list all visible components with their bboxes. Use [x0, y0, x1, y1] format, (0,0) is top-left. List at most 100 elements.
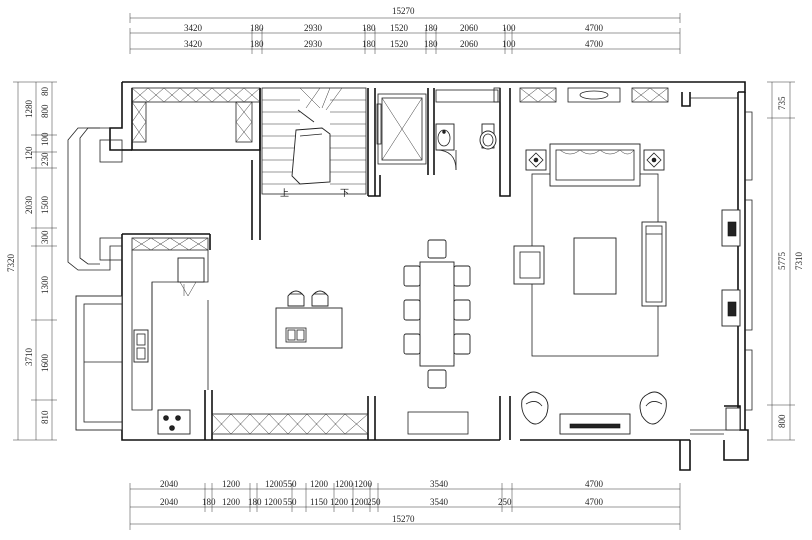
top-dim-1-5: 1520 [390, 23, 409, 33]
bottom-dim-2-6: 550 [283, 497, 297, 507]
left-total-dim: 7320 [6, 254, 16, 273]
top-dim-2-1: 3420 [184, 39, 203, 49]
bathroom [435, 87, 501, 171]
top-dim-1-9: 4700 [585, 23, 604, 33]
bottom-dim-1-1: 2040 [160, 479, 179, 489]
left-dim-5: 230 [40, 152, 50, 166]
dining-set [403, 239, 471, 389]
bottom-dim-2-5: 1200 [264, 497, 283, 507]
bottom-dim-1-8: 3540 [430, 479, 449, 489]
kitchen [131, 250, 209, 435]
side-table-left [525, 149, 547, 171]
top-dim-2-9: 4700 [585, 39, 604, 49]
bottom-dim-1-5: 1200 [310, 479, 329, 489]
bottom-dim-1-2: 1200 [222, 479, 241, 489]
bottom-dim-1-9: 4700 [585, 479, 604, 489]
coffee-table [573, 237, 617, 295]
left-dim-2: 800 [40, 104, 50, 118]
bottom-dim-2-1: 2040 [160, 497, 179, 507]
stair-up-label: 上 [280, 188, 289, 198]
staircase: 上 下 [261, 87, 367, 198]
entry-porch [67, 127, 123, 431]
left-dim-4: 120 [24, 146, 34, 160]
lounge-chair-right [639, 391, 667, 425]
cabinets [131, 87, 669, 435]
right-dim-2: 5775 [777, 252, 787, 271]
right-dimensions: 735 5775 800 7310 [767, 81, 804, 441]
stair-down-label: 下 [340, 188, 349, 198]
bottom-dim-2-3: 1200 [222, 497, 241, 507]
kitchen-island [275, 290, 343, 349]
bottom-dim-2-7: 1150 [310, 497, 328, 507]
left-dim-13: 810 [40, 410, 50, 424]
bar-stool-right [311, 290, 329, 307]
bottom-dim-2-9: 1200 [350, 497, 369, 507]
stair-landing [291, 127, 331, 185]
top-dim-1-7: 2060 [460, 23, 479, 33]
bottom-dim-1-6: 1200 [335, 479, 354, 489]
armchair [513, 245, 545, 285]
top-dim-2-7: 2060 [460, 39, 479, 49]
bottom-dim-1-4: 550 [283, 479, 297, 489]
left-dim-1: 1280 [24, 100, 34, 119]
tv-cabinet [559, 413, 631, 435]
top-dim-1-6: 180 [424, 23, 438, 33]
left-dim-7: 2030 [24, 196, 34, 215]
bottom-total-dim: 15270 [392, 514, 415, 524]
bottom-dimensions: 2040 1200 1200 550 1200 1200 1200 3540 4… [129, 479, 681, 530]
bathroom-sink [435, 123, 455, 151]
right-dim-1: 735 [777, 96, 787, 110]
right-total-dim: 7310 [794, 252, 804, 271]
top-dim-2-6: 180 [424, 39, 438, 49]
entry-cabinet [407, 411, 469, 435]
bottom-dim-2-11: 3540 [430, 497, 449, 507]
left-dim-3: 80 [40, 87, 50, 97]
top-total-dim: 15270 [392, 6, 415, 16]
bar-stool-left [287, 290, 305, 307]
top-dim-1-1: 3420 [184, 23, 203, 33]
side-table-right [643, 149, 665, 171]
bottom-dim-2-13: 4700 [585, 497, 604, 507]
dining-table [419, 261, 455, 367]
bottom-dim-2-8: 1200 [330, 497, 349, 507]
living-room [513, 143, 667, 435]
top-dim-2-5: 1520 [390, 39, 409, 49]
bottom-dim-1-3: 1200 [265, 479, 284, 489]
toilet [479, 123, 497, 150]
bottom-dim-1-7: 1200 [354, 479, 373, 489]
left-dim-6: 100 [40, 132, 50, 146]
balcony-bench [75, 295, 123, 431]
right-dim-3: 800 [777, 414, 787, 428]
top-dim-2-2: 180 [250, 39, 264, 49]
kitchen-sink [133, 329, 149, 363]
top-dimensions: 15270 3420 180 2930 180 1520 180 2060 10… [129, 6, 681, 54]
interior-walls [122, 88, 511, 440]
top-dim-1-2: 180 [250, 23, 264, 33]
sofa-three-seat [549, 143, 641, 187]
left-dim-8: 1500 [40, 196, 50, 215]
bottom-dim-2-10: 250 [367, 497, 381, 507]
left-dim-9: 300 [40, 230, 50, 244]
top-dim-2-4: 180 [362, 39, 376, 49]
top-dim-1-8: 100 [502, 23, 516, 33]
top-dim-1-4: 180 [362, 23, 376, 33]
left-dimensions: 7320 1280 800 80 120 230 100 2030 1500 3… [6, 81, 57, 441]
dining-chair [403, 239, 471, 389]
chaise-sofa [641, 221, 667, 307]
left-dim-10: 1300 [40, 276, 50, 295]
window-columns [690, 209, 741, 435]
bottom-dim-2-4: 180 [248, 497, 262, 507]
top-left-cabinet [131, 87, 261, 103]
top-dim-2-8: 100 [502, 39, 516, 49]
cooktop [157, 409, 191, 435]
left-dim-12: 1600 [40, 354, 50, 373]
fridge [177, 257, 205, 283]
bottom-dim-2-12: 250 [498, 497, 512, 507]
top-dim-2-3: 2930 [304, 39, 323, 49]
closet [376, 93, 427, 165]
lounge-chair-left [521, 391, 549, 425]
bottom-dim-2-2: 180 [202, 497, 216, 507]
top-dim-1-3: 2930 [304, 23, 323, 33]
left-dim-11: 3710 [24, 348, 34, 367]
